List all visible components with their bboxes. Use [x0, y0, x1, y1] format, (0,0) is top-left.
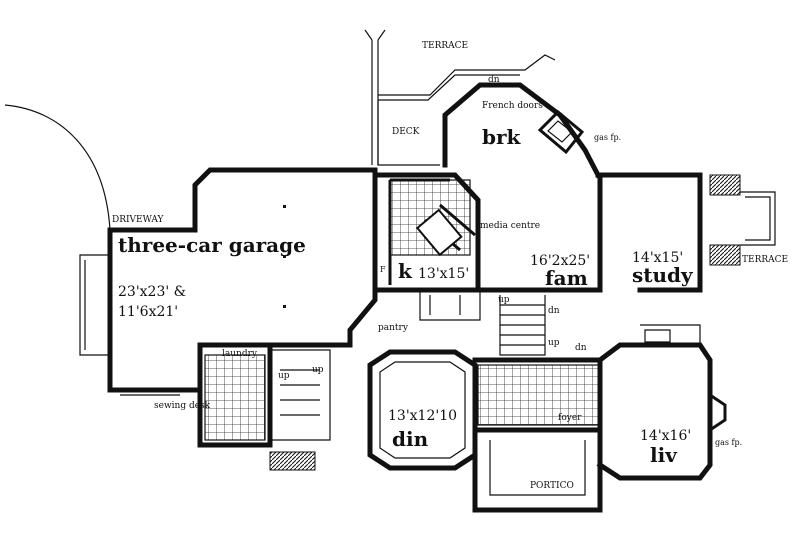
din-label: din	[392, 427, 429, 451]
f-label: F	[380, 265, 386, 274]
kitchen-counter	[388, 178, 476, 285]
study-planter-top	[709, 174, 741, 196]
dn2-label: dn	[575, 343, 587, 353]
garage-post-3	[283, 305, 286, 308]
deck-outline	[377, 100, 440, 166]
fam-label: fam	[545, 266, 588, 290]
terrace-right	[740, 191, 776, 246]
bath-block	[640, 324, 701, 345]
laundry-label: laundry	[222, 349, 258, 359]
portico-inner	[489, 440, 586, 496]
stair-laundry	[270, 349, 331, 441]
garage-post-1	[283, 205, 286, 208]
driveway-curve	[4, 104, 111, 231]
planter-bottom	[269, 451, 316, 471]
liv-walls	[596, 342, 713, 481]
study-walls	[637, 172, 703, 293]
din-inner	[379, 361, 466, 459]
foyer-tile	[477, 364, 601, 426]
dn-top-label: dn	[488, 75, 500, 85]
din-dim-label: 13'x12'10	[388, 408, 457, 424]
garage-post-2	[283, 255, 286, 258]
driveway-label: DRIVEWAY	[112, 215, 165, 225]
foyer-label: foyer	[558, 413, 582, 423]
liv-label: liv	[650, 443, 678, 467]
laundry-tile	[204, 354, 266, 441]
up3-label: up	[278, 371, 290, 381]
kitchen-island	[415, 208, 463, 257]
up4-label: up	[312, 365, 324, 375]
garage-walls	[107, 167, 378, 393]
garage-name-label: three-car garage	[118, 233, 306, 257]
portico	[472, 427, 603, 513]
pantry-label: pantry	[378, 323, 409, 333]
terrace-right-label: TERRACE	[742, 255, 788, 265]
terrace-top-label: TERRACE	[422, 41, 468, 51]
k-label: k	[398, 259, 413, 283]
stair-mid	[499, 295, 546, 356]
up1-label: up	[498, 295, 510, 305]
study-planter-bottom	[709, 244, 741, 266]
garage-side-bay	[79, 254, 110, 356]
garage-door-marks	[120, 389, 180, 396]
liv-fireplace	[709, 393, 727, 432]
gas-fp-top-label: gas fp.	[594, 133, 621, 142]
fireplace-top-inner	[547, 120, 573, 143]
brk-label: brk	[482, 125, 522, 149]
sewing-desk-label: sewing desk	[154, 401, 211, 411]
laundry-walls	[197, 342, 273, 448]
liv-dim-label: 14'x16'	[640, 428, 691, 444]
fireplace-top	[537, 109, 585, 155]
gas-fp-right-label: gas fp.	[715, 438, 742, 447]
french-doors-label: French doors	[482, 101, 543, 111]
kitchen-walls	[372, 172, 481, 293]
k-dim-label: 13'x15'	[418, 266, 469, 282]
study-label: study	[632, 263, 694, 287]
study-dim-label: 14'x15'	[632, 250, 683, 266]
garage-dim1-label: 23'x23' &	[118, 284, 186, 300]
deck-label: DECK	[392, 127, 420, 137]
portico-label: PORTICO	[530, 481, 574, 491]
brk-walls	[442, 82, 602, 179]
garage-dim2-label: 11'6x21'	[118, 304, 178, 320]
pantry-block	[419, 290, 481, 321]
dn1-label: dn	[548, 306, 560, 316]
media-centre-label: media centre	[480, 221, 540, 231]
up2-label: up	[548, 338, 560, 348]
fam-dim-label: 16'2x25'	[530, 253, 590, 269]
